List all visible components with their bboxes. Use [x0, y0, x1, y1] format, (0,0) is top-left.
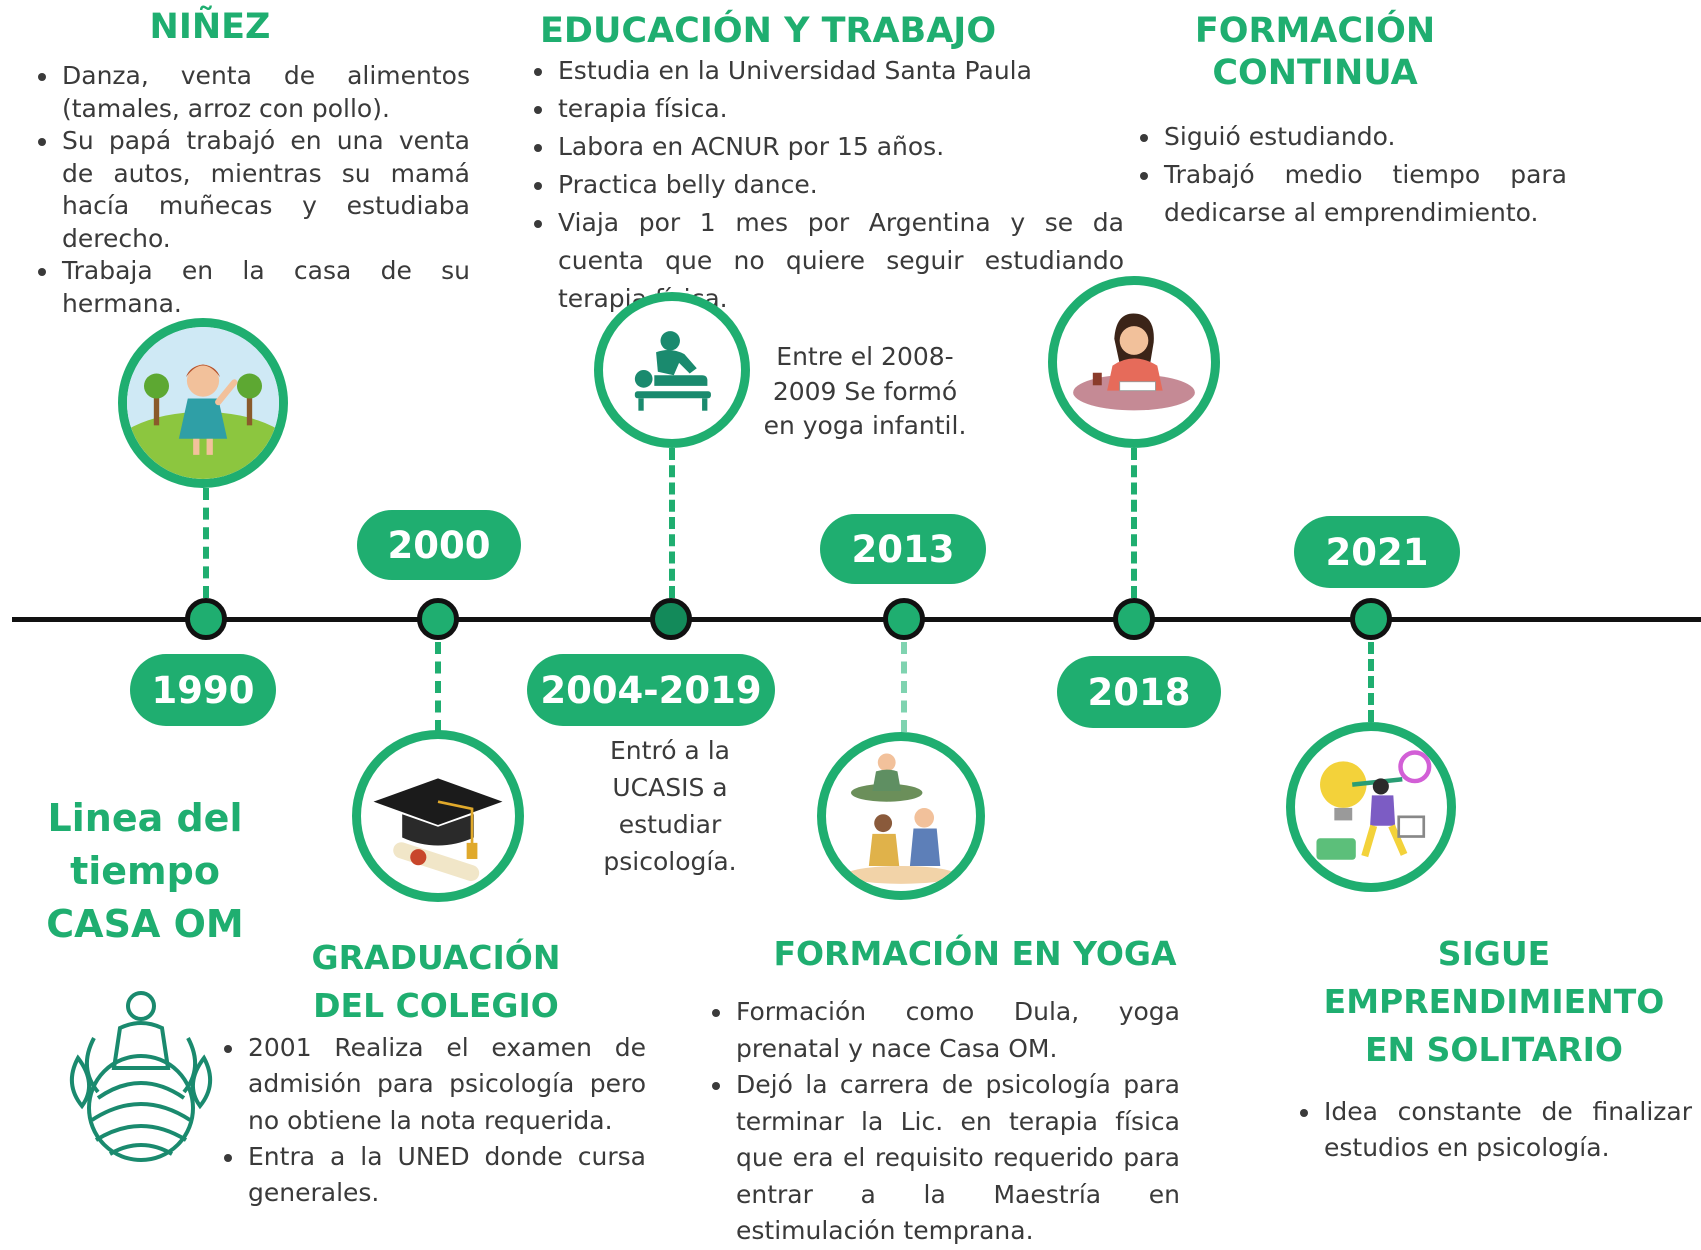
list-item: Trabaja en la casa de su hermana. — [60, 255, 470, 320]
list-yoga: Formación como Dula, yoga prenatal y nac… — [700, 994, 1180, 1250]
list-item: terapia física. — [556, 90, 1124, 128]
timeline-axis — [12, 617, 1701, 622]
heading-line: GRADUACIÓN — [311, 938, 561, 977]
list-educacion: Estudia en la Universidad Santa Paula te… — [522, 52, 1124, 318]
physical-therapy-icon — [634, 331, 711, 411]
page-title: Linea del tiempo CASA OM — [30, 792, 260, 952]
heading-graduacion: GRADUACIÓN DEL COLEGIO — [306, 934, 566, 1030]
year-badge-1990: 1990 — [130, 654, 276, 726]
prenatal-yoga-icon — [845, 753, 957, 884]
girl-in-field-icon — [127, 327, 279, 479]
list-item: Danza, venta de alimentos (tamales, arro… — [60, 60, 470, 125]
list-item: Estudia en la Universidad Santa Paula — [556, 52, 1124, 90]
list-item: Practica belly dance. — [556, 166, 1124, 204]
list-item: 2001 Realiza el examen de admisión para … — [246, 1030, 646, 1139]
title-line: tiempo — [70, 849, 220, 894]
year-badge-2013: 2013 — [820, 514, 986, 584]
woman-studying-icon — [1073, 313, 1195, 411]
heading-line: DEL COLEGIO — [313, 985, 559, 1025]
list-item: Formación como Dula, yoga prenatal y nac… — [734, 994, 1180, 1067]
ring-formacion-continua — [1048, 276, 1220, 448]
heading-line: FORMACIÓN — [1194, 11, 1436, 51]
timeline-dot-2000 — [417, 598, 459, 640]
heading-line: EN SOLITARIO — [1364, 1029, 1623, 1069]
meditation-lotus-logo-icon — [58, 988, 224, 1164]
connector — [901, 642, 907, 732]
heading-formacion-continua: FORMACIÓN CONTINUA — [1180, 10, 1450, 94]
heading-line: EMPRENDIMIENTO — [1323, 981, 1665, 1021]
heading-line: SIGUE — [1437, 934, 1551, 973]
list-item: Labora en ACNUR por 15 años. — [556, 128, 1124, 166]
year-badge-2000: 2000 — [357, 510, 521, 580]
list-item: Idea constante de finalizar estudios en … — [1322, 1094, 1692, 1167]
ring-ninez — [118, 318, 288, 488]
note-line: Entre el 2008- — [776, 342, 954, 371]
timeline-dot-2021 — [1350, 598, 1392, 640]
entrepreneur-lightbulb-icon — [1316, 750, 1432, 860]
list-item: Dejó la carrera de psicología para termi… — [734, 1067, 1180, 1250]
note-line: Entró a la — [610, 736, 730, 765]
list-solitario: Idea constante de finalizar estudios en … — [1288, 1094, 1692, 1167]
list-formacion-continua: Siguió estudiando. Trabajó medio tiempo … — [1128, 118, 1567, 232]
note-yoga-infantil: Entre el 2008- 2009 Se formó en yoga inf… — [760, 340, 970, 444]
list-ninez: Danza, venta de alimentos (tamales, arro… — [26, 60, 470, 320]
heading-formacion-yoga: FORMACIÓN EN YOGA — [773, 934, 1177, 973]
note-line: psicología. — [603, 847, 737, 876]
note-line: estudiar — [618, 810, 722, 839]
note-line: UCASIS a — [612, 773, 728, 802]
heading-ninez: NIÑEZ — [149, 7, 271, 47]
heading-educacion-trabajo: EDUCACIÓN Y TRABAJO — [540, 11, 997, 51]
heading-solitario: SIGUE EMPRENDIMIENTO EN SOLITARIO — [1314, 930, 1674, 1074]
graduation-cap-icon — [373, 778, 503, 882]
connector — [203, 488, 209, 598]
ring-yoga — [817, 732, 985, 900]
year-badge-2021: 2021 — [1294, 516, 1460, 588]
year-badge-2004-2019: 2004-2019 — [527, 654, 775, 726]
connector — [1368, 642, 1374, 722]
note-ucasis: Entró a la UCASIS a estudiar psicología. — [580, 732, 760, 880]
ring-educacion — [594, 292, 750, 448]
list-item: Entra a la UNED donde cursa generales. — [246, 1139, 646, 1212]
note-line: en yoga infantil. — [763, 411, 967, 440]
timeline-dot-2004 — [650, 598, 692, 640]
title-line: Linea del — [47, 796, 243, 840]
connector — [1131, 448, 1137, 598]
ring-solitario — [1286, 722, 1456, 892]
list-item: Siguió estudiando. — [1162, 118, 1567, 156]
list-item: Su papá trabajó en una venta de autos, m… — [60, 125, 470, 255]
heading-line: CONTINUA — [1212, 53, 1418, 93]
list-graduacion: 2001 Realiza el examen de admisión para … — [212, 1030, 646, 1211]
year-badge-2018: 2018 — [1057, 656, 1221, 728]
timeline-dot-2013 — [883, 598, 925, 640]
title-line: CASA OM — [46, 902, 244, 947]
connector — [435, 642, 441, 732]
list-item: Trabajó medio tiempo para dedicarse al e… — [1162, 156, 1567, 232]
ring-graduacion — [352, 730, 524, 902]
timeline-dot-2018 — [1113, 598, 1155, 640]
note-line: 2009 Se formó — [772, 376, 958, 406]
list-item: Viaja por 1 mes por Argentina y se da cu… — [556, 204, 1124, 318]
timeline-dot-1990 — [185, 598, 227, 640]
connector — [669, 448, 675, 598]
